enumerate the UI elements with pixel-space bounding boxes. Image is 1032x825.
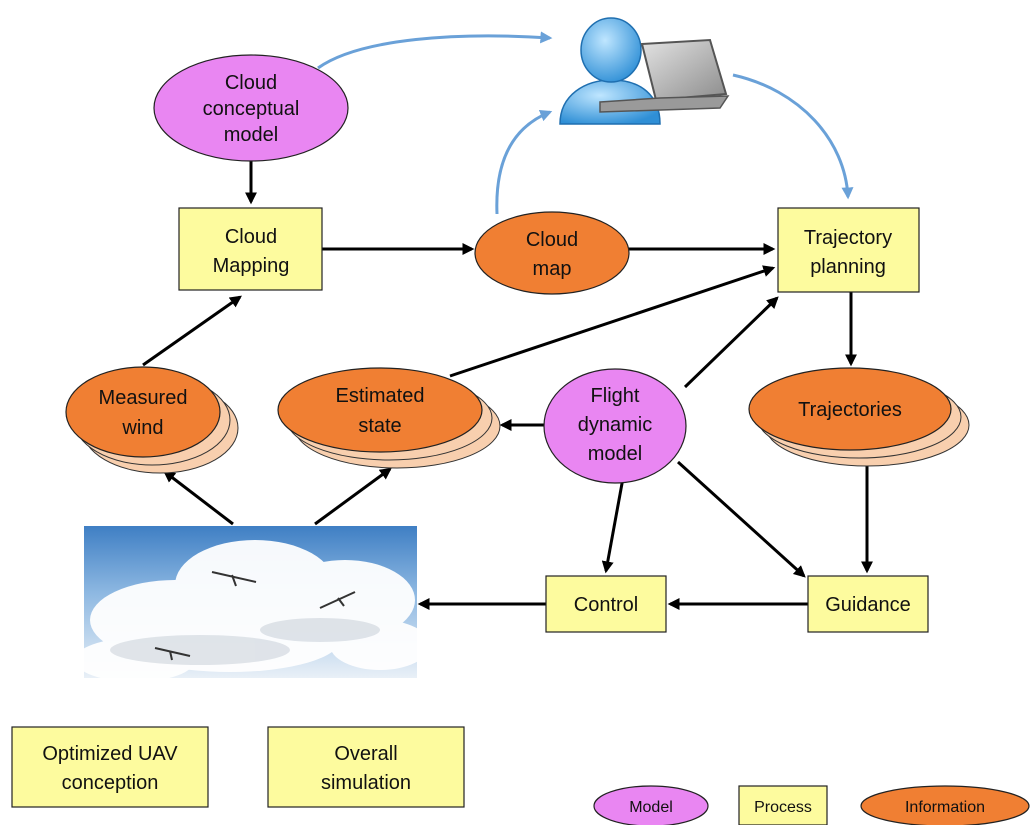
node-label: wind xyxy=(121,417,163,439)
arrow-state-to-trajectory xyxy=(449,265,776,378)
arrow-photo-to-state xyxy=(314,467,392,526)
guidance-node: Guidance xyxy=(807,575,929,633)
trajectory-planning-node: Trajectory planning xyxy=(777,207,920,293)
optimized-uav-conception-node: Optimized UAV conception xyxy=(11,726,209,808)
node-label: Cloud xyxy=(225,72,277,94)
gliders-in-clouds-photo xyxy=(75,526,430,682)
node-label: map xyxy=(533,258,572,280)
flight-dynamic-model-node: Flight dynamic model xyxy=(543,368,687,484)
cloud-mapping-node: Cloud Mapping xyxy=(178,207,323,291)
overall-simulation-node: Overall simulation xyxy=(267,726,465,808)
node-label: state xyxy=(358,415,401,437)
node-label: Cloud xyxy=(526,229,578,251)
node-label: conceptual xyxy=(203,98,300,120)
node-label: Optimized UAV xyxy=(42,743,178,765)
trajectories-node: Trajectories xyxy=(748,367,970,467)
node-label: Guidance xyxy=(825,594,911,616)
estimated-state-node: Estimated state xyxy=(277,367,501,469)
arrow-photo-to-wind xyxy=(163,470,234,526)
node-label: Cloud xyxy=(225,226,277,248)
node-label: Mapping xyxy=(213,255,290,277)
node-label: Trajectory xyxy=(804,227,892,249)
node-label: Control xyxy=(574,594,638,616)
cloud-map-node: Cloud map xyxy=(474,211,630,295)
node-label: Trajectories xyxy=(798,399,902,421)
node-label: model xyxy=(224,124,278,146)
node-label: Measured xyxy=(99,387,188,409)
arrow-flight-to-guidance xyxy=(676,460,806,578)
node-label: model xyxy=(588,443,642,465)
node-label: planning xyxy=(810,256,886,278)
arrow-conceptual-to-user xyxy=(317,31,553,70)
arrow-flight-to-trajectory xyxy=(683,296,779,389)
legend-item-model: Model xyxy=(593,785,709,825)
node-label: Overall xyxy=(334,743,397,765)
control-node: Control xyxy=(545,575,667,633)
node-label: Flight xyxy=(591,385,640,407)
legend-label: Process xyxy=(754,799,812,816)
legend-label: Model xyxy=(629,799,673,816)
arrow-user-to-trajectory xyxy=(732,73,854,200)
arrow-wind-to-mapping xyxy=(142,295,242,367)
legend-label: Information xyxy=(905,799,985,816)
node-label: Estimated xyxy=(336,385,425,407)
cloud-conceptual-model-node: Cloud conceptual model xyxy=(153,54,349,162)
arrow-cloudmap-to-user xyxy=(495,110,553,215)
node-label: dynamic xyxy=(578,414,652,436)
measured-wind-node: Measured wind xyxy=(65,366,239,474)
legend-item-process: Process xyxy=(738,785,828,825)
arrow-flight-to-control xyxy=(601,477,625,574)
legend: Model Process Information xyxy=(593,785,1030,825)
user-with-laptop-icon xyxy=(559,17,730,125)
legend-item-information: Information xyxy=(860,785,1030,825)
node-label: conception xyxy=(62,772,159,794)
node-label: simulation xyxy=(321,772,411,794)
